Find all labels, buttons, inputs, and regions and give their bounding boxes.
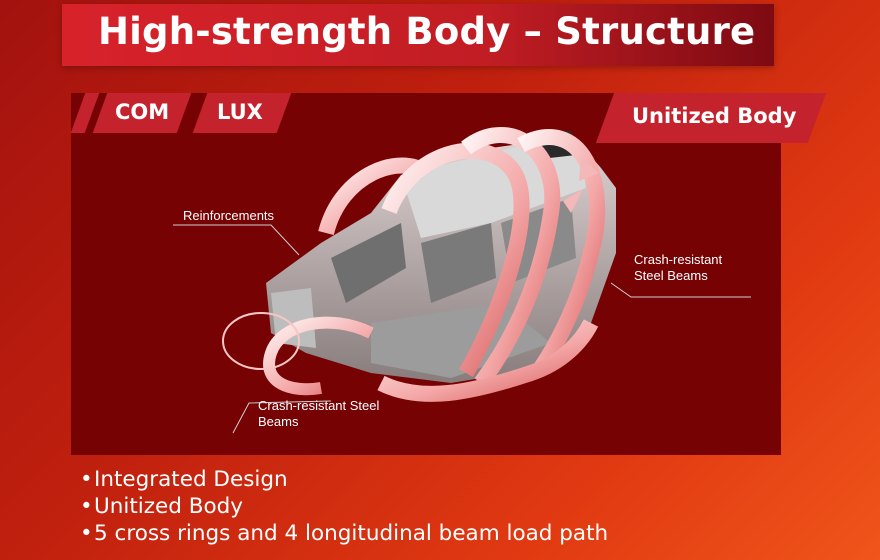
- feature-text: Unitized Body: [94, 494, 244, 519]
- feature-list: •Integrated Design •Unitized Body •5 cro…: [80, 466, 608, 547]
- variant-tag-lux: LUX: [217, 100, 263, 124]
- feature-item: •5 cross rings and 4 longitudinal beam l…: [80, 520, 608, 547]
- bullet-dot-icon: •: [80, 521, 93, 546]
- cross-ring-arrows: [263, 127, 606, 402]
- variant-tag-com: COM: [115, 100, 170, 124]
- callout-lines: [173, 224, 751, 434]
- car-body-illustration: [173, 127, 751, 434]
- callout-rear-beams: Crash-resistant Steel Beams: [634, 252, 722, 284]
- title-banner: [62, 4, 774, 66]
- bullet-dot-icon: •: [80, 467, 93, 492]
- callout-front-beams-line1: Crash-resistant Steel: [258, 398, 380, 413]
- callout-reinforcements-text: Reinforcements: [183, 208, 275, 223]
- unitized-body-badge: Unitized Body: [632, 104, 797, 128]
- callout-reinforcements: Reinforcements: [183, 208, 274, 224]
- front-beam-highlight: [222, 312, 300, 370]
- page-title: High-strength Body – Structure: [98, 10, 756, 53]
- feature-item: •Integrated Design: [80, 466, 608, 493]
- callout-rear-beams-line1: Crash-resistant: [634, 252, 723, 267]
- callout-front-beams-line2: Beams: [258, 414, 299, 429]
- bullet-dot-icon: •: [80, 494, 93, 519]
- callout-front-beams: Crash-resistant Steel Beams: [258, 398, 379, 430]
- body-structure-image: [71, 93, 781, 455]
- feature-text: Integrated Design: [94, 467, 288, 492]
- feature-item: •Unitized Body: [80, 493, 608, 520]
- callout-rear-beams-line2: Steel Beams: [634, 268, 708, 283]
- feature-text: 5 cross rings and 4 longitudinal beam lo…: [94, 521, 609, 546]
- arrow-heads: [563, 158, 599, 213]
